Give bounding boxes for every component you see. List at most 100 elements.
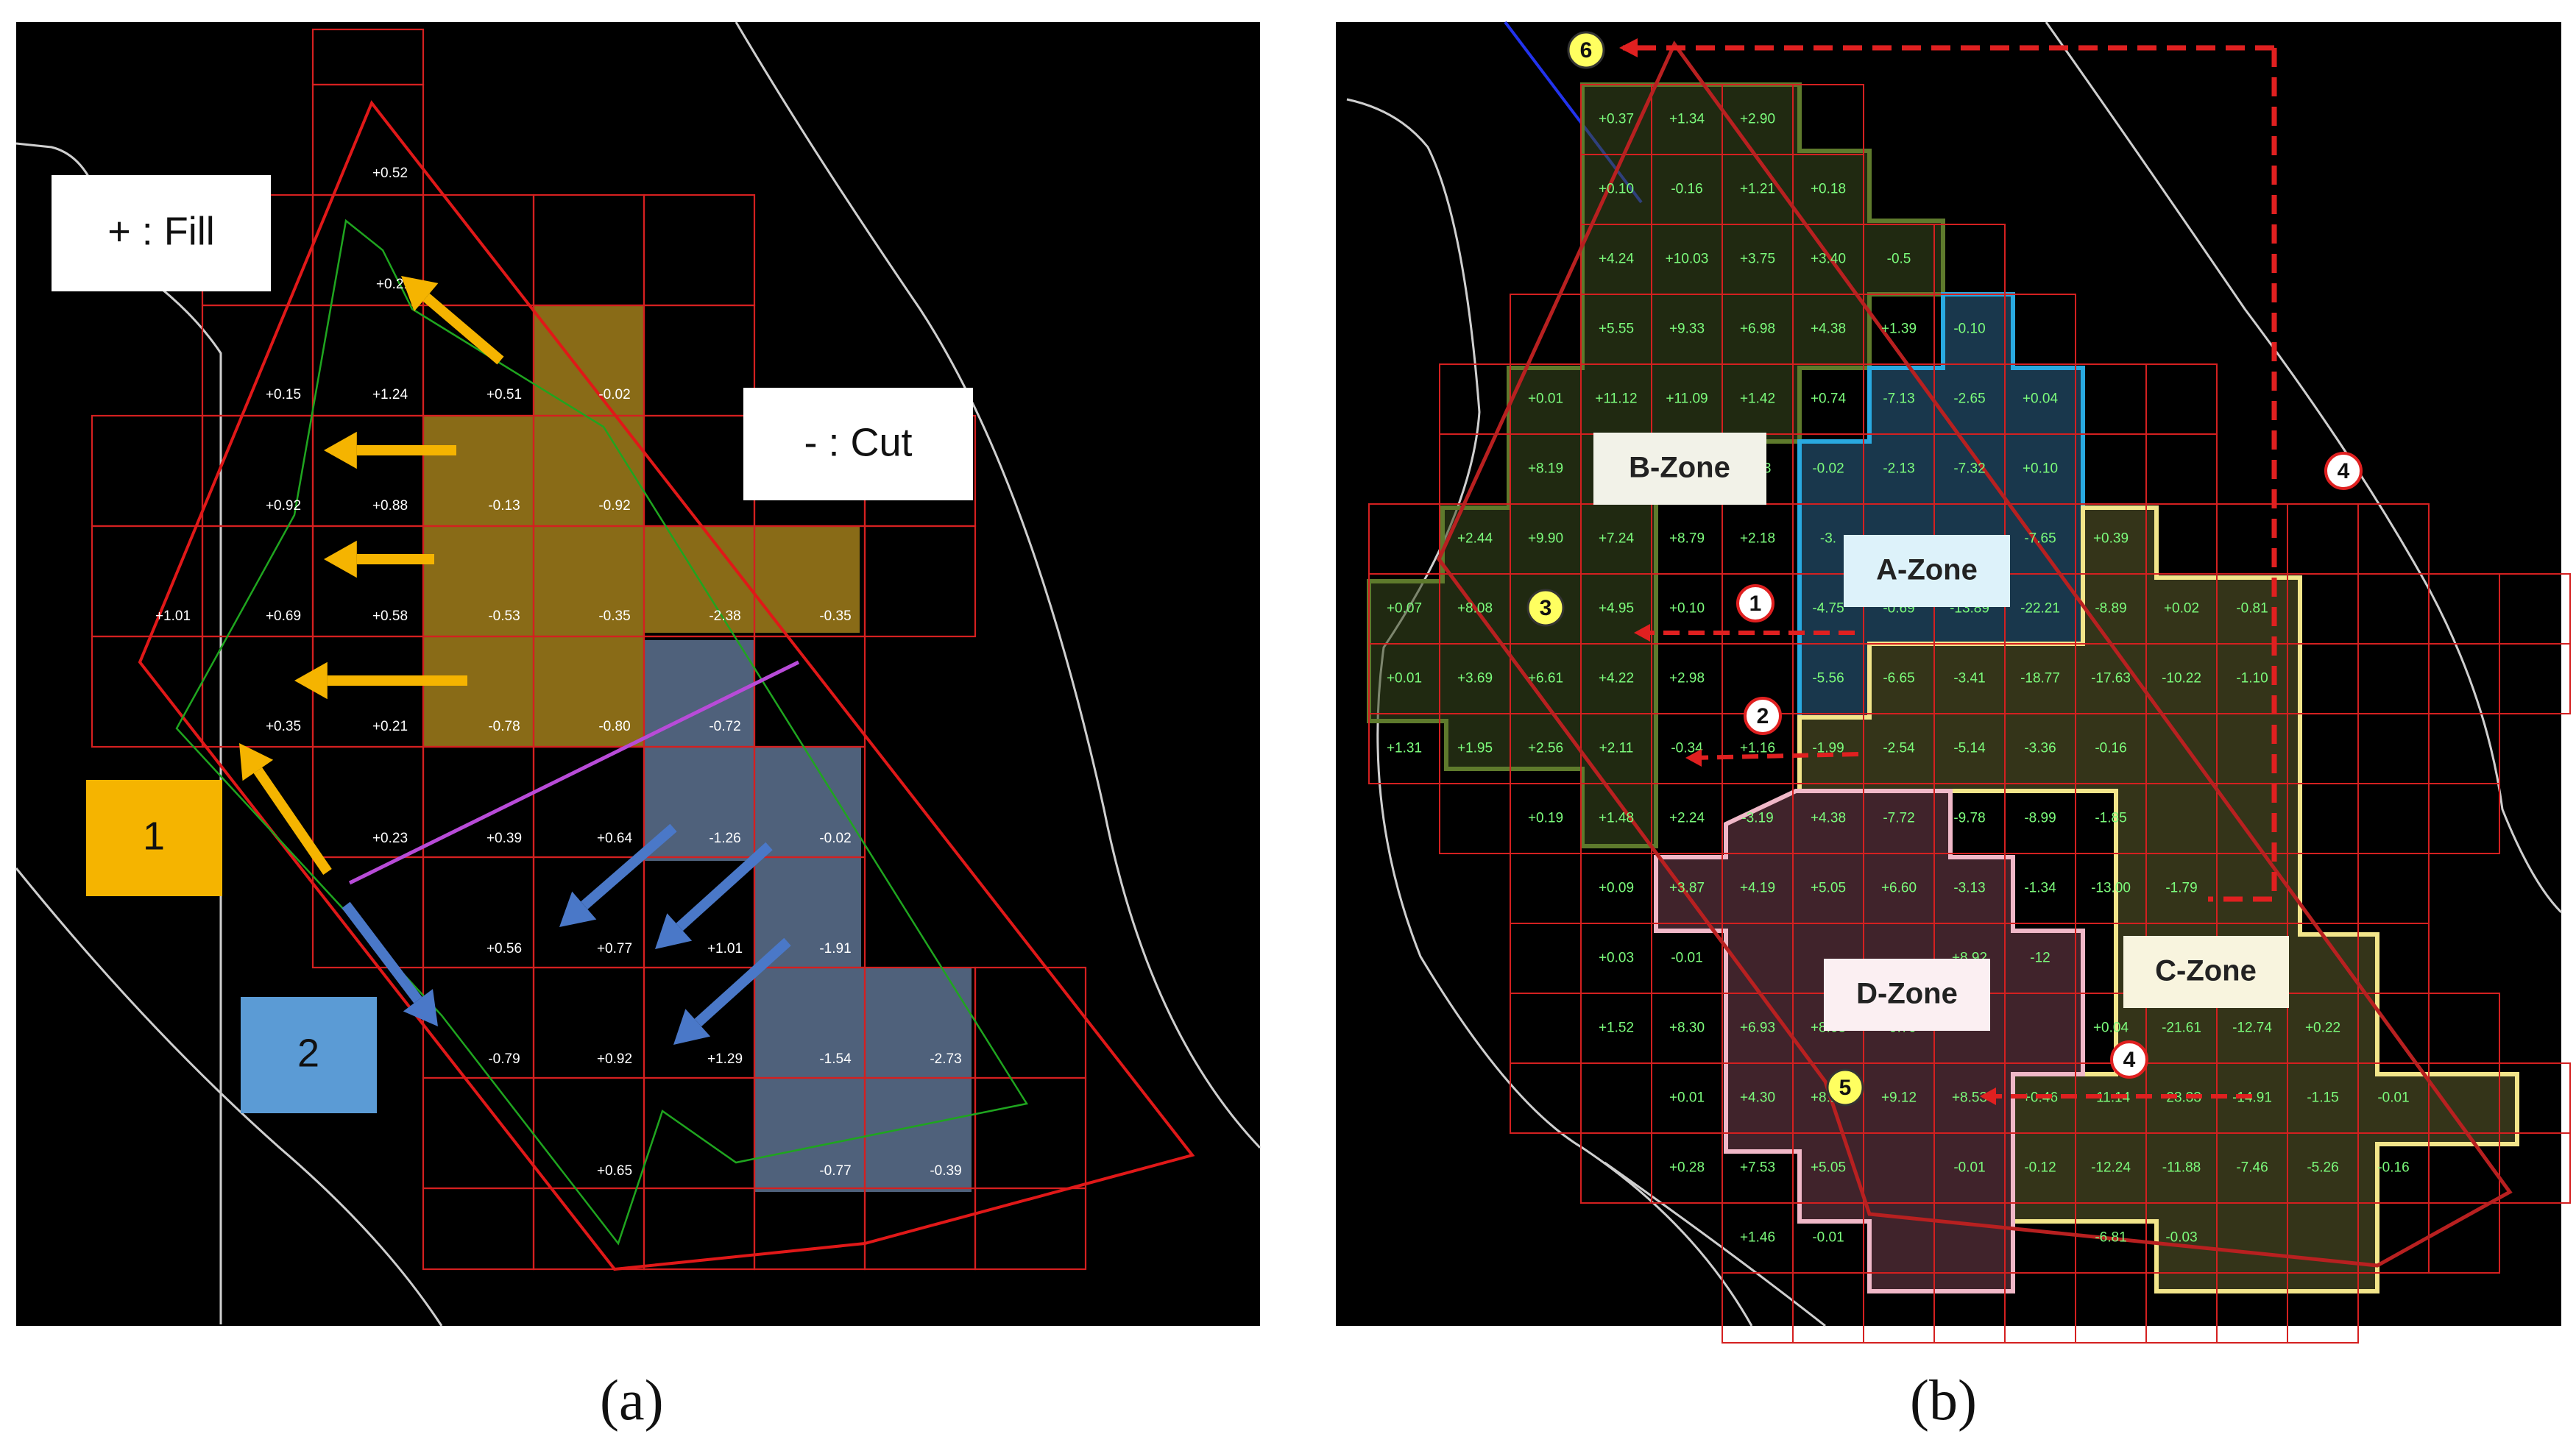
cell-value: +0.04 xyxy=(2023,391,2059,407)
cell-value: -5.56 xyxy=(1812,671,1844,686)
cell-value: +2.90 xyxy=(1740,112,1775,127)
cell-value: +0.09 xyxy=(1599,881,1634,896)
cell-value: -0.35 xyxy=(819,608,851,624)
zone-a-label: A-Zone xyxy=(1876,554,1978,586)
cell-value: -0.01 xyxy=(1812,1230,1844,1246)
cell-value: -0.79 xyxy=(488,1051,520,1067)
caption-b: (b) xyxy=(1910,1368,1977,1432)
marker-1: 1 xyxy=(1736,584,1774,622)
cell-value: -2.65 xyxy=(1953,391,1985,407)
cell-value: +0.69 xyxy=(266,608,301,624)
cell-value: +0.74 xyxy=(1811,391,1847,407)
cell-value: +0.92 xyxy=(266,498,301,514)
cell-value: +5.05 xyxy=(1811,1160,1846,1176)
fill-arrow-head xyxy=(294,661,328,700)
cell-value: +0.39 xyxy=(2093,531,2129,547)
cell-value: +2.98 xyxy=(1669,671,1705,686)
cell-value: +0.21 xyxy=(372,719,408,734)
zone-d-area xyxy=(1654,789,2085,1293)
cell-value: +1.24 xyxy=(372,387,408,402)
cell-value: -0.01 xyxy=(2377,1090,2409,1106)
cut-area xyxy=(644,640,972,1192)
cell-value: -0.53 xyxy=(488,608,520,624)
route-path xyxy=(2208,48,2277,902)
marker-4-right: 4 xyxy=(2324,452,2363,490)
cell-value: +3.40 xyxy=(1811,252,1846,267)
cell-value: -3.13 xyxy=(1953,881,1985,896)
cell-value: -2.38 xyxy=(709,608,740,624)
cell-value: +0.01 xyxy=(1528,391,1563,407)
cut-arrow-head xyxy=(403,989,438,1026)
cell-value: -0.02 xyxy=(1812,461,1844,477)
cell-value: +1.16 xyxy=(1740,741,1775,756)
cell-value: -8.99 xyxy=(2024,811,2056,826)
cell-value: +10.03 xyxy=(1666,252,1709,267)
cell-value: +8.79 xyxy=(1669,531,1705,547)
cell-value: -0.12 xyxy=(2024,1160,2056,1176)
cell-value: +8.30 xyxy=(1669,1021,1705,1036)
zone-d-label: D-Zone xyxy=(1856,978,1958,1010)
cell-value: -6.65 xyxy=(1883,671,1914,686)
cell-value: +8.53 xyxy=(1952,1090,1987,1106)
cell-value: +11.09 xyxy=(1666,391,1708,407)
cell-value: +5.05 xyxy=(1811,881,1846,896)
cut-arrow xyxy=(676,842,773,931)
cell-value: -3.41 xyxy=(1953,671,1985,686)
cell-value: +9.33 xyxy=(1669,322,1705,337)
cell-value: +3.87 xyxy=(1669,881,1705,896)
cell-value: +0.04 xyxy=(2093,1021,2129,1036)
cell-value: -3.36 xyxy=(2024,741,2056,756)
grid-cell xyxy=(2287,1272,2359,1344)
cell-value: +11.12 xyxy=(1595,391,1637,407)
route-arrowhead xyxy=(1619,38,1638,57)
cell-value: -17.63 xyxy=(2091,671,2131,686)
cell-value: +0.65 xyxy=(597,1163,632,1179)
cell-value: +0.01 xyxy=(1669,1090,1705,1106)
grid-cell xyxy=(863,525,977,638)
grid-cell xyxy=(2499,1132,2571,1204)
panel-a-cell-values: +0.52+0.21+0.15+1.24+0.51-0.02+0.92+0.88… xyxy=(155,166,962,1179)
cell-value: +2.56 xyxy=(1528,741,1563,756)
fill-arrow xyxy=(253,767,332,875)
cell-value: +0.56 xyxy=(486,941,522,957)
svg-text:4: 4 xyxy=(2338,459,2350,483)
cell-value: -9.78 xyxy=(1953,811,1985,826)
fill-arrow-head xyxy=(401,276,439,312)
zone-a-label-box xyxy=(1844,535,2010,607)
cell-value: -0.78 xyxy=(488,719,520,734)
cell-value: +0.77 xyxy=(597,941,632,957)
cell-value: -3.19 xyxy=(1741,811,1773,826)
cell-value: +0.07 xyxy=(1387,601,1422,617)
marker-3: 3 xyxy=(1526,589,1565,627)
cell-value: -0.13 xyxy=(488,498,520,514)
cell-value: +0.92 xyxy=(597,1051,632,1067)
zone-c-label: C-Zone xyxy=(2155,955,2257,987)
cell-value: +1.21 xyxy=(1740,182,1775,197)
cell-value: +0.10 xyxy=(1599,182,1634,197)
cell-value: +1.52 xyxy=(1599,1021,1634,1036)
fill-arrow-head xyxy=(324,540,357,578)
cell-value: +3.69 xyxy=(1457,671,1493,686)
cell-value: +0.64 xyxy=(597,831,633,846)
cell-value: -0.35 xyxy=(598,608,630,624)
cell-value: +4.30 xyxy=(1740,1090,1775,1106)
fill-arrow-head xyxy=(324,431,357,469)
step-2-box xyxy=(241,997,377,1113)
cell-value: -0.72 xyxy=(709,719,740,734)
cell-value: -0.81 xyxy=(2236,601,2268,617)
grid-cell xyxy=(2499,643,2571,714)
cell-value: -3. xyxy=(1820,531,1836,547)
cell-value: -0.02 xyxy=(598,387,630,402)
cell-value: -1.85 xyxy=(2095,811,2126,826)
cell-value: -23.33 xyxy=(2162,1090,2201,1106)
cell-value: +0.19 xyxy=(1528,811,1563,826)
cell-value: +1.39 xyxy=(1881,322,1917,337)
cell-value: +0.39 xyxy=(486,831,522,846)
contour-line xyxy=(15,867,443,1327)
cell-value: +8.08 xyxy=(1457,601,1493,617)
step-2-label: 2 xyxy=(297,1031,319,1075)
legend-fill-box xyxy=(52,175,271,291)
cell-value: -0.5 xyxy=(1887,252,1911,267)
cell-value: -4.75 xyxy=(1812,601,1844,617)
legend-cut-box xyxy=(743,388,973,500)
